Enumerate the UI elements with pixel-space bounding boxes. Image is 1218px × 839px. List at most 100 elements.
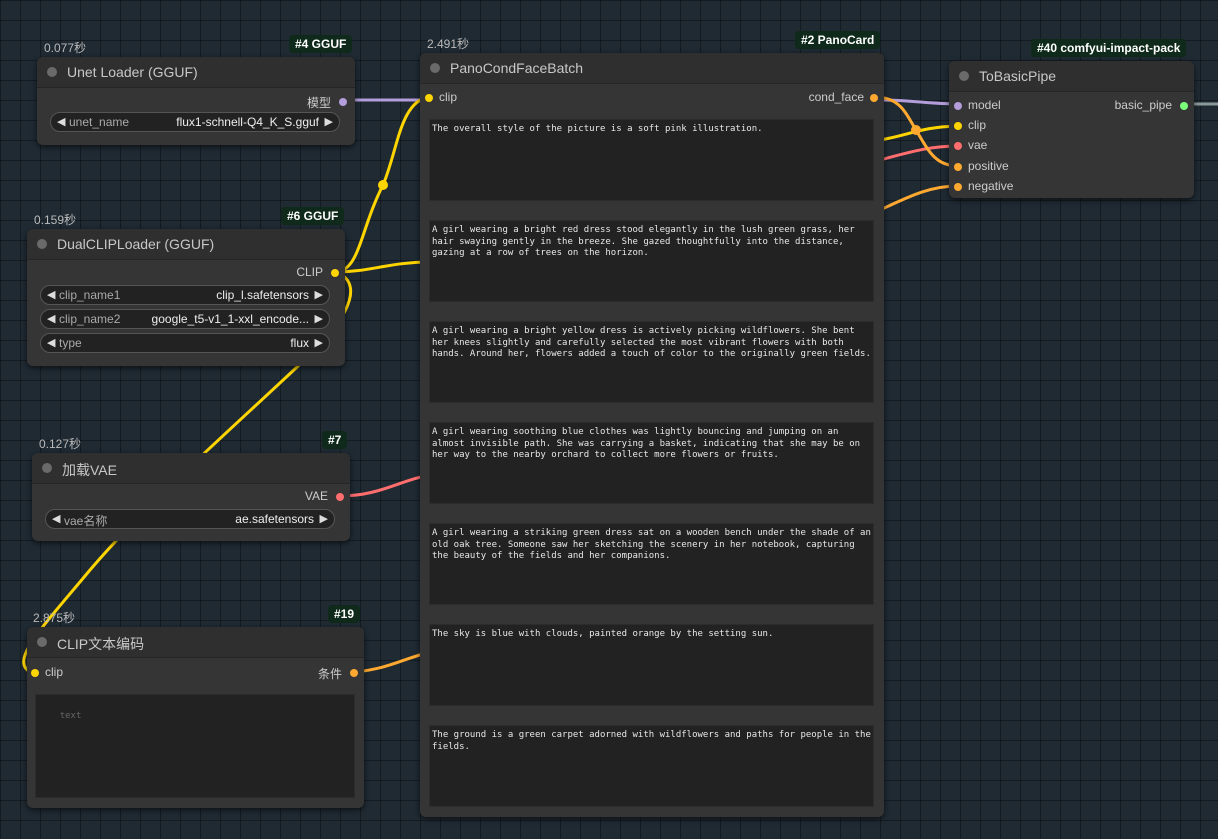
wire-cond-dot: [911, 125, 921, 135]
wire-cond-enc: [355, 650, 431, 674]
output-vae-label: VAE: [304, 489, 328, 503]
collapse-dot-icon[interactable]: [47, 67, 57, 77]
collapse-dot-icon[interactable]: [42, 463, 52, 473]
output-clip-port-icon[interactable]: [331, 269, 339, 277]
chevron-left-icon[interactable]: ◀: [57, 116, 66, 128]
input-clip-label: clip: [968, 118, 987, 132]
chevron-left-icon[interactable]: ◀: [47, 289, 56, 301]
widget-vae-name[interactable]: ◀ vae名称 ae.safetensors ▶: [45, 509, 335, 529]
prompt-textarea-5[interactable]: A girl wearing a striking green dress sa…: [429, 523, 874, 605]
widget-label: type: [59, 336, 82, 350]
node-unet-loader[interactable]: Unet Loader (GGUF) 模型 ◀ unet_name flux1-…: [37, 57, 355, 145]
input-clip-port-icon[interactable]: [425, 94, 433, 102]
pano-badge: #2 PanoCard: [795, 31, 881, 49]
text-placeholder: text: [59, 710, 82, 721]
chevron-left-icon[interactable]: ◀: [47, 313, 56, 325]
collapse-dot-icon[interactable]: [37, 637, 47, 647]
input-positive-label: positive: [968, 159, 1009, 173]
wire-clip-pano2: [335, 260, 431, 274]
collapse-dot-icon[interactable]: [37, 239, 47, 249]
output-basic-pipe-port-icon[interactable]: [1180, 102, 1188, 110]
widget-value: google_t5-v1_1-xxl_encode...: [151, 312, 309, 326]
node-pano-cond-face-batch[interactable]: PanoCondFaceBatch clip cond_face The ove…: [420, 53, 884, 817]
chevron-left-icon[interactable]: ◀: [47, 337, 56, 349]
unet-timing: 0.077秒: [44, 41, 87, 55]
node-title-bar[interactable]: Unet Loader (GGUF): [37, 57, 355, 88]
output-conditioning-label: 条件: [317, 667, 342, 681]
widget-value: flux1-schnell-Q4_K_S.gguf: [176, 115, 319, 129]
node-title-bar[interactable]: 加载VAE: [32, 453, 350, 484]
input-vae-port-icon[interactable]: [954, 142, 962, 150]
chevron-right-icon[interactable]: ▶: [314, 313, 323, 325]
output-clip-label: CLIP: [296, 265, 323, 279]
prompt-textarea-2[interactable]: A girl wearing a bright red dress stood …: [429, 220, 874, 302]
widget-label: vae名称: [64, 514, 108, 528]
chevron-right-icon[interactable]: ▶: [319, 513, 328, 525]
input-clip-port-icon[interactable]: [31, 669, 39, 677]
node-title: 加载VAE: [62, 462, 117, 478]
output-cond-face-label: cond_face: [808, 90, 864, 104]
clipenc-badge: #19: [328, 605, 361, 623]
node-title-bar[interactable]: PanoCondFaceBatch: [420, 53, 884, 84]
node-clip-text-encode[interactable]: CLIP文本编码 clip 条件 text: [27, 627, 364, 808]
prompt-textarea-4[interactable]: A girl wearing soothing blue clothes was…: [429, 422, 874, 504]
node-title-bar[interactable]: DualCLIPLoader (GGUF): [27, 229, 345, 260]
input-negative-label: negative: [968, 179, 1014, 193]
chevron-right-icon[interactable]: ▶: [314, 337, 323, 349]
dualclip-badge: #6 GGUF: [281, 207, 345, 225]
node-title: ToBasicPipe: [979, 68, 1057, 84]
input-positive-port-icon[interactable]: [954, 163, 962, 171]
chevron-right-icon[interactable]: ▶: [314, 289, 323, 301]
node-title: DualCLIPLoader (GGUF): [57, 236, 215, 252]
output-cond-face-port-icon[interactable]: [870, 94, 878, 102]
wire-model-2: [879, 98, 959, 106]
widget-label: clip_name1: [59, 288, 121, 302]
widget-clip-name1[interactable]: ◀ clip_name1 clip_l.safetensors ▶: [40, 285, 330, 305]
node-title: Unet Loader (GGUF): [67, 64, 198, 80]
input-model-label: model: [968, 98, 1001, 112]
input-clip-port-icon[interactable]: [954, 122, 962, 130]
basicpipe-badge: #40 comfyui-impact-pack: [1031, 39, 1187, 57]
widget-value: clip_l.safetensors: [216, 288, 309, 302]
widget-label: unet_name: [69, 115, 130, 129]
wire-vae: [339, 473, 431, 498]
widget-value: flux: [290, 336, 309, 350]
widget-label: clip_name2: [59, 312, 121, 326]
input-vae-label: vae: [968, 138, 988, 152]
prompt-textarea-3[interactable]: A girl wearing a bright yellow dress is …: [429, 321, 874, 403]
wire-reroute-dot: [378, 180, 388, 190]
output-conditioning-port-icon[interactable]: [350, 669, 358, 677]
collapse-dot-icon[interactable]: [430, 63, 440, 73]
unet-badge: #4 GGUF: [289, 35, 353, 53]
chevron-left-icon[interactable]: ◀: [52, 513, 61, 525]
prompt-textarea-7[interactable]: The ground is a green carpet adorned wit…: [429, 725, 874, 807]
chevron-right-icon[interactable]: ▶: [324, 116, 333, 128]
node-vae-loader[interactable]: 加载VAE VAE ◀ vae名称 ae.safetensors ▶: [32, 453, 350, 541]
input-clip-label: clip: [45, 665, 64, 679]
widget-clip-name2[interactable]: ◀ clip_name2 google_t5-v1_1-xxl_encode..…: [40, 309, 330, 329]
node-title: CLIP文本编码: [57, 636, 145, 652]
input-negative-port-icon[interactable]: [954, 183, 962, 191]
output-model-port-icon[interactable]: [339, 98, 347, 106]
output-model-label: 模型: [306, 96, 331, 110]
node-dualclip-loader[interactable]: DualCLIPLoader (GGUF) CLIP ◀ clip_name1 …: [27, 229, 345, 366]
dualclip-timing: 0.159秒: [34, 213, 77, 227]
collapse-dot-icon[interactable]: [959, 71, 969, 81]
wire-vae-pipe: [879, 144, 959, 162]
prompt-textarea-6[interactable]: The sky is blue with clouds, painted ora…: [429, 624, 874, 706]
node-to-basic-pipe[interactable]: ToBasicPipe model clip vae positive nega…: [949, 61, 1194, 198]
widget-type[interactable]: ◀ type flux ▶: [40, 333, 330, 353]
input-model-port-icon[interactable]: [954, 102, 962, 110]
node-title-bar[interactable]: ToBasicPipe: [949, 61, 1194, 92]
text-input[interactable]: text: [35, 694, 355, 798]
node-title: PanoCondFaceBatch: [450, 60, 584, 76]
output-vae-port-icon[interactable]: [336, 493, 344, 501]
prompt-textarea-1[interactable]: The overall style of the picture is a so…: [429, 119, 874, 201]
widget-unet-name[interactable]: ◀ unet_name flux1-schnell-Q4_K_S.gguf ▶: [50, 112, 340, 132]
wire-cond-neg: [879, 184, 959, 212]
clipenc-timing: 2.875秒: [33, 611, 76, 625]
pano-timing: 2.491秒: [427, 37, 470, 51]
wire-cond-face: [873, 95, 959, 168]
node-title-bar[interactable]: CLIP文本编码: [27, 627, 364, 658]
widget-value: ae.safetensors: [235, 512, 314, 526]
